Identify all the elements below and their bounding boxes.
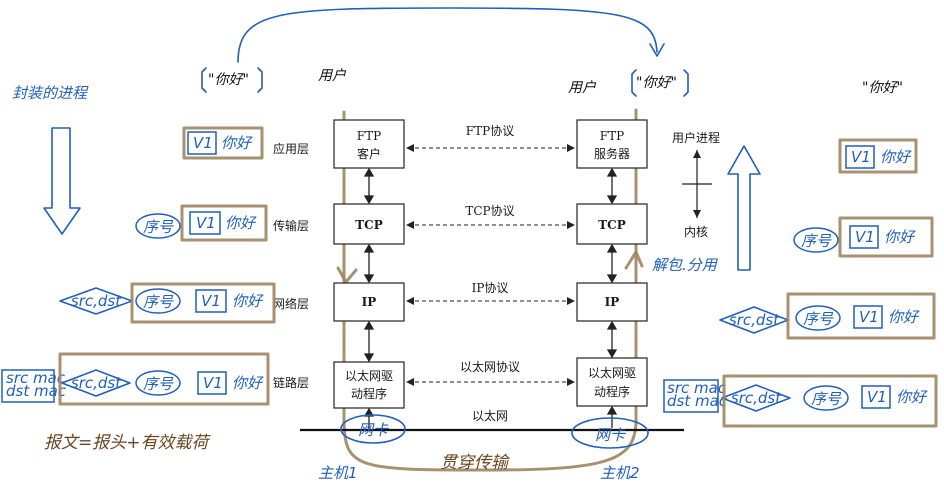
proto-ftp: FTP协议 [466, 123, 514, 138]
user-process: 用户进程 [672, 130, 720, 145]
left-network-annot: src,dst 序号 V1 你好 [59, 282, 276, 324]
traverse-arrow-up [624, 250, 644, 270]
v1-h: V1 [867, 388, 887, 406]
right-app-l1: FTP [600, 129, 624, 143]
left-tcp: TCP [355, 218, 383, 232]
hello-c: 你好 [232, 292, 264, 310]
seq-h: 序号 [811, 390, 842, 408]
dstmac-h: dst mac [667, 392, 728, 410]
hello-b: 你好 [225, 214, 257, 232]
v1-c: V1 [201, 292, 221, 310]
kernel: 内核 [684, 225, 708, 239]
right-ip-box [576, 282, 648, 322]
hello-left-bracket [201, 67, 207, 93]
encapsulation-title: 封装的进程 [12, 84, 89, 102]
host1: 主机1 [318, 464, 358, 482]
layer-link: 链路层 [273, 375, 309, 390]
hello-right-bracket-r [683, 69, 689, 97]
hello-e: 你好 [880, 148, 912, 166]
srcdst-h: src,dst [731, 389, 782, 407]
right-link-l1: 以太网驱 [588, 365, 636, 380]
pk-up-head [693, 150, 701, 158]
left-ip-box [333, 282, 405, 322]
right-tcp: TCP [598, 218, 626, 232]
v1-d: V1 [203, 374, 223, 392]
right-ip: IP [605, 295, 620, 309]
hello-g: 你好 [888, 308, 920, 326]
formula: 报文=报头+有效载荷 [44, 433, 211, 453]
hello-left-bracket-r [257, 67, 263, 93]
left-app-box [333, 119, 405, 169]
traverse-arrow-down [336, 266, 358, 284]
right-link-box [576, 357, 648, 407]
dstmac-d: dst mac [6, 382, 67, 400]
layer-app: 应用层 [273, 141, 309, 156]
demux-up-arrow [727, 145, 761, 271]
v1-g: V1 [859, 308, 879, 326]
v1-f: V1 [855, 228, 875, 246]
hello-right: "你好" [636, 75, 677, 91]
left-ip: IP [362, 295, 377, 309]
left-app-annot: V1 你好 [182, 126, 264, 160]
top-arc-arrowhead [649, 43, 665, 57]
right-layer-arrows [606, 167, 618, 428]
nic-left-oval [340, 414, 406, 444]
user-right: 用户 [568, 80, 597, 96]
right-app-l2: 服务器 [594, 146, 630, 161]
user-left: 用户 [318, 68, 347, 84]
layer-transport: 传输层 [273, 218, 309, 233]
left-app-l2: 客户 [357, 146, 381, 161]
hello-far-right: "你好" [862, 80, 903, 96]
demux-label: 解包.分用 [652, 256, 719, 274]
left-link-l2: 动程序 [351, 386, 387, 401]
pk-down-head [693, 210, 701, 218]
top-arc-arrow [237, 7, 658, 63]
left-app-l1: FTP [357, 129, 381, 143]
hello-right-bracket [631, 69, 637, 97]
encap-down-arrow [43, 127, 81, 235]
right-app-annot: V1 你好 [838, 138, 918, 174]
left-layer-arrows [363, 167, 375, 428]
right-link-annot: src mac dst mac src,dst 序号 V1 你好 [663, 374, 938, 428]
proto-eth: 以太网协议 [460, 359, 520, 374]
left-link-annot: src mac dst mac src,dst 序号 V1 你好 [1, 352, 270, 406]
proto-tcp: TCP协议 [465, 203, 514, 218]
hello-left: "你好" [208, 72, 249, 88]
hello-d: 你好 [232, 374, 264, 392]
hello-a: 你好 [221, 134, 253, 152]
v1-a: V1 [193, 134, 213, 152]
seq-d: 序号 [143, 375, 174, 393]
layer-network: 网络层 [273, 296, 309, 311]
seq-g: 序号 [803, 310, 834, 328]
srcdst-c: src,dst [71, 292, 122, 310]
hello-h: 你好 [896, 388, 928, 406]
hello-f: 你好 [884, 228, 916, 246]
nic-left: 网卡 [358, 421, 390, 439]
nic-right-oval [571, 417, 649, 449]
right-link-l2: 动程序 [594, 384, 630, 399]
srcmac-h: src mac [667, 379, 727, 397]
v1-b: V1 [196, 214, 216, 232]
traverse-label: 贯穿传输 [440, 453, 511, 473]
right-network-annot: src,dst 序号 V1 你好 [719, 292, 936, 340]
srcdst-g: src,dst [729, 311, 780, 329]
ethernet-label: 以太网 [472, 408, 508, 423]
nic-right: 网卡 [595, 426, 627, 444]
proto-ip: IP协议 [472, 280, 509, 295]
seq-b: 序号 [143, 218, 174, 236]
left-transport-annot: 序号 V1 你好 [135, 204, 268, 242]
left-link-l1: 以太网驱 [345, 368, 393, 383]
v1-e: V1 [851, 148, 871, 166]
host2: 主机2 [600, 464, 640, 482]
protocol-arrows [406, 144, 575, 386]
right-transport-annot: 序号 V1 你好 [793, 216, 934, 258]
srcmac-d: src mac [6, 369, 66, 387]
seq-c: 序号 [143, 293, 174, 311]
seq-f: 序号 [801, 232, 832, 250]
srcdst-d: src,dst [71, 374, 122, 392]
